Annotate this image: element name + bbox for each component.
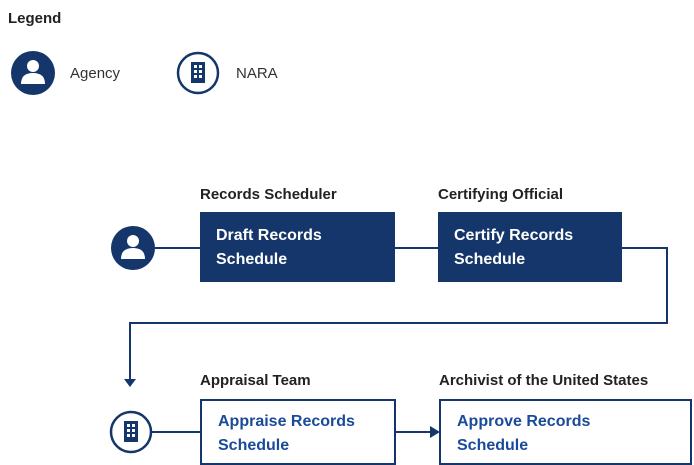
legend-agency-label: Agency	[70, 65, 121, 82]
role-label-certifying-official: Certifying Official	[438, 186, 564, 203]
legend-nara-label: NARA	[236, 65, 278, 82]
step-line-2: Schedule	[218, 437, 290, 454]
connector-certify-to-appraise	[129, 247, 668, 380]
legend-person-icon	[11, 51, 55, 95]
step-approve-records-schedule: Approve Records Schedule	[439, 399, 692, 465]
connector-down-arrowhead	[124, 379, 136, 387]
role-label-appraisal-team: Appraisal Team	[200, 372, 311, 389]
step-line-1: Draft Records	[216, 227, 322, 244]
connector-right-arrowhead	[430, 426, 440, 438]
legend-building-icon	[176, 51, 220, 95]
step-line-1: Certify Records	[454, 227, 574, 244]
step-line-1: Approve Records	[457, 413, 591, 430]
step-certify-records-schedule: Certify Records Schedule	[438, 212, 622, 282]
role-label-records-scheduler: Records Scheduler	[200, 186, 337, 203]
row2-building-icon	[109, 410, 153, 454]
step-line-2: Schedule	[216, 251, 288, 268]
step-line-2: Schedule	[457, 437, 529, 454]
step-line-1: Appraise Records	[218, 413, 355, 430]
row1-person-icon	[111, 226, 155, 270]
step-draft-records-schedule: Draft Records Schedule	[200, 212, 395, 282]
step-appraise-records-schedule: Appraise Records Schedule	[200, 399, 396, 465]
legend-title: Legend	[8, 10, 62, 27]
role-label-archivist: Archivist of the United States	[439, 372, 649, 389]
step-line-2: Schedule	[454, 251, 526, 268]
